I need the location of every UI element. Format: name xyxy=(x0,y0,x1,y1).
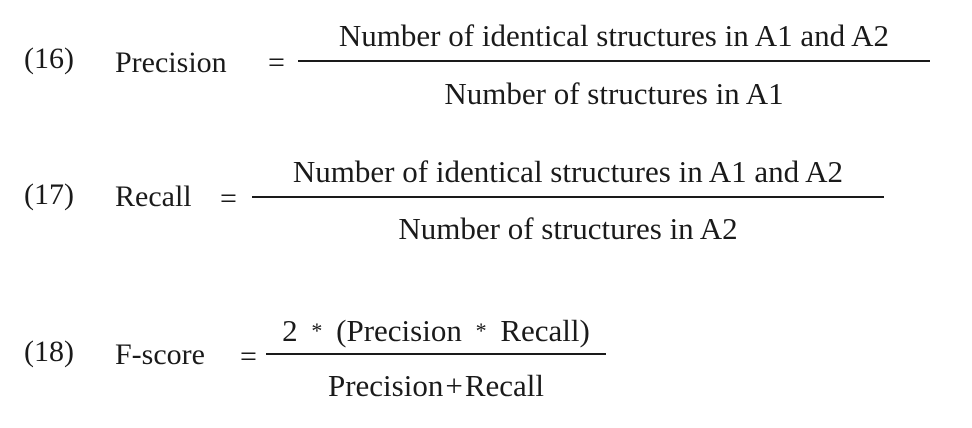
fraction-numerator: Number of identical structures in A1 and… xyxy=(338,18,890,53)
numerator-two: 2 xyxy=(282,313,298,348)
equation-term-f-score: F-score xyxy=(115,338,205,371)
fraction-denominator: Number of structures in A1 xyxy=(444,76,784,111)
plus-symbol: + xyxy=(445,368,463,403)
multiply-symbol: * xyxy=(311,318,323,343)
equals-sign: = xyxy=(240,340,257,373)
fraction-bar xyxy=(298,60,930,62)
equals-sign: = xyxy=(268,46,285,79)
fraction-bar xyxy=(252,196,884,198)
fraction-numerator: 2 * (Precision * Recall) xyxy=(266,315,606,346)
equation-number: (16) xyxy=(24,42,74,75)
numerator-close: Recall) xyxy=(500,313,590,348)
numerator-open: (Precision xyxy=(336,313,462,348)
fraction-numerator: Number of identical structures in A1 and… xyxy=(292,154,844,189)
denominator-left: Precision xyxy=(327,368,444,403)
equation-term-recall: Recall xyxy=(115,180,192,213)
denominator-right: Recall xyxy=(464,368,545,403)
equals-sign: = xyxy=(220,182,237,215)
fraction-denominator: Number of structures in A2 xyxy=(398,211,738,246)
equation-number: (17) xyxy=(24,178,74,211)
fraction-denominator: Precision+Recall xyxy=(266,370,606,401)
equation-term-precision: Precision xyxy=(115,46,227,79)
equation-number: (18) xyxy=(24,335,74,368)
fraction-bar xyxy=(266,353,606,355)
multiply-symbol: * xyxy=(475,318,487,343)
